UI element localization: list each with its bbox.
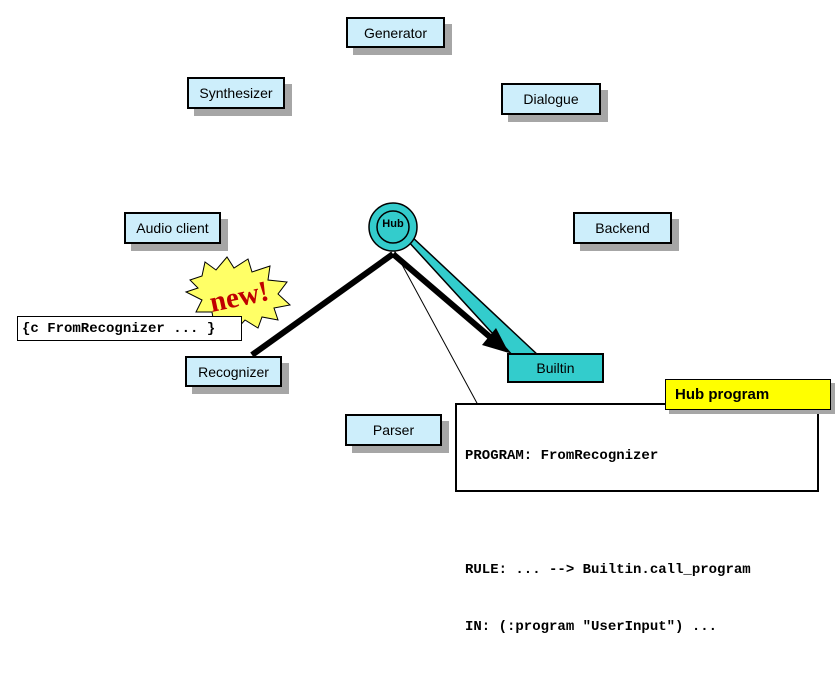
message-frame: {c FromRecognizer ... } <box>17 316 242 341</box>
hub-builtin-arrow <box>391 251 492 340</box>
program-line: PROGRAM: FromRecognizer <box>465 448 659 464</box>
generator-box[interactable]: Generator <box>346 17 445 48</box>
builtin-box[interactable]: Builtin <box>507 353 604 383</box>
in-line: IN: (:program "UserInput") ... <box>465 619 718 635</box>
hub-program-code: PROGRAM: FromRecognizer ​ RULE: ... --> … <box>455 403 819 635</box>
hub-program-title: Hub program <box>665 379 831 410</box>
hub-builtin-arrowhead <box>482 328 509 353</box>
rule-line: RULE: ... --> Builtin.call_program <box>465 562 751 578</box>
connector-layer: new! <box>184 202 542 406</box>
hub-inner-ring <box>376 210 410 244</box>
hub-recognizer-link <box>250 251 395 358</box>
new-burst: new! <box>184 256 292 331</box>
hub-architecture-diagram: new! Hub Generator Synthesizer Dialogue … <box>17 17 831 635</box>
callout-line <box>392 247 479 406</box>
hub-label: Hub <box>382 218 404 230</box>
dialogue-box[interactable]: Dialogue <box>501 83 601 115</box>
synthesizer-box[interactable]: Synthesizer <box>187 77 285 109</box>
new-burst-star <box>184 256 292 331</box>
backend-box[interactable]: Backend <box>573 212 672 244</box>
parser-box[interactable]: Parser <box>345 414 442 446</box>
blank-line: ​ <box>465 504 809 523</box>
audio-client-box[interactable]: Audio client <box>124 212 221 244</box>
recognizer-box[interactable]: Recognizer <box>185 356 282 387</box>
hub-node <box>368 202 418 252</box>
